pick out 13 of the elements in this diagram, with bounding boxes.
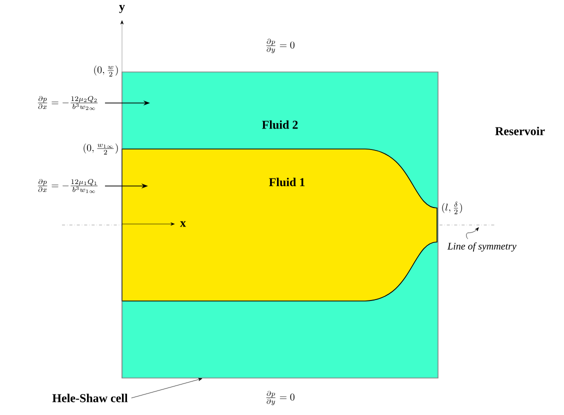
annotation-text: Line of symmetry	[447, 242, 516, 252]
formula-label: $\frac{\partial p}{\partial x} = -\frac{12\mu_2 Q_2}{b^3 w_{2\infty}}$	[38, 96, 98, 110]
axis-label: x	[180, 221, 186, 227]
formula-label: $(0, \frac{w}{2})$	[94, 66, 118, 76]
formula-label: $\frac{\partial p}{\partial y} = 0$	[266, 390, 294, 406]
leader-line	[466, 227, 479, 240]
annotation-text: Hele-Shaw cell	[52, 394, 128, 402]
formula-label: $\frac{\partial p}{\partial y} = 0$	[266, 38, 294, 54]
leader-line	[131, 378, 202, 398]
axis-label: y	[119, 4, 125, 14]
formula-label: $\frac{\partial p}{\partial x} = -\frac{12\mu_1 Q_1}{b^3 w_{1\infty}}$	[38, 179, 98, 193]
formula-label: $(0, \frac{w_{1\infty}}{2})$	[84, 144, 118, 154]
region-label: Reservoir	[495, 126, 545, 136]
